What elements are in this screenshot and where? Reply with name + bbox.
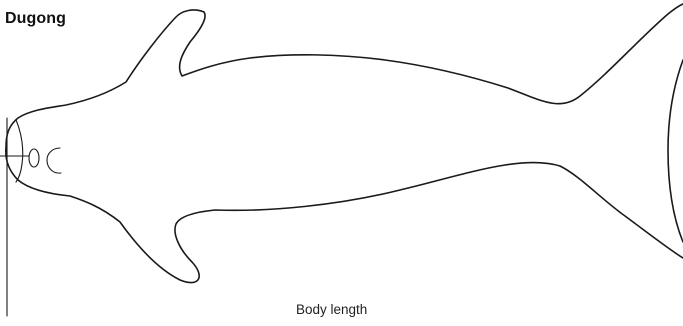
dugong-body-outline [6, 4, 683, 283]
mouth-arc [47, 148, 61, 173]
head-snout-curve [16, 120, 23, 182]
body-length-label: Body length [296, 302, 367, 317]
eye-shape [29, 149, 39, 167]
tail-fluke-edge [668, 60, 683, 242]
